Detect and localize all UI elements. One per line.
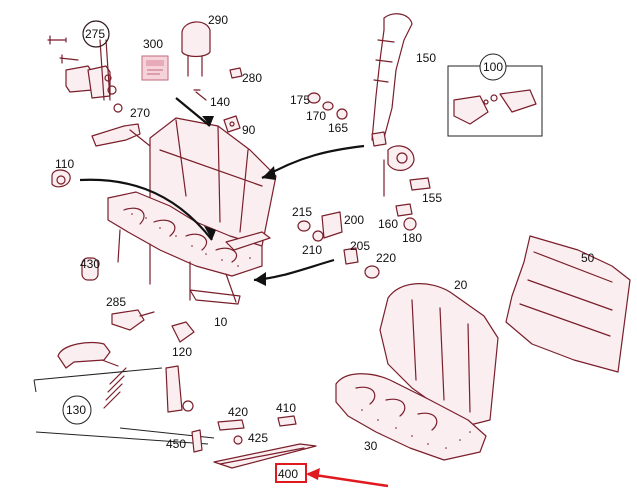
- washer-170[interactable]: [322, 101, 334, 111]
- bracket-assembly-275[interactable]: [47, 20, 123, 113]
- label-275[interactable]: 275: [85, 27, 105, 41]
- backrest-20[interactable]: [379, 283, 499, 427]
- label-430[interactable]: 430: [80, 257, 100, 271]
- label-150[interactable]: 150: [416, 51, 436, 65]
- part-425[interactable]: [233, 435, 243, 445]
- headrest-290[interactable]: [181, 21, 211, 77]
- label-30[interactable]: 30: [364, 439, 378, 453]
- bolt-160[interactable]: [395, 203, 413, 217]
- callout-circles: [62, 20, 507, 425]
- seat-cushion-30[interactable]: [335, 373, 487, 461]
- label-165[interactable]: 165: [328, 121, 348, 135]
- label-280[interactable]: 280: [242, 71, 262, 85]
- label-450[interactable]: 450: [166, 437, 186, 451]
- label-155[interactable]: 155: [422, 191, 442, 205]
- latch-285[interactable]: [111, 309, 155, 331]
- label-425[interactable]: 425: [248, 431, 268, 445]
- bracket-90[interactable]: [223, 115, 241, 133]
- cap-220[interactable]: [364, 265, 380, 279]
- belt-buckle-retractor[interactable]: [383, 145, 415, 197]
- clip-120[interactable]: [171, 321, 195, 343]
- label-50[interactable]: 50: [581, 251, 595, 265]
- arrowheads: [202, 116, 276, 286]
- bar-spring-130[interactable]: [33, 341, 215, 445]
- label-160[interactable]: 160: [378, 217, 398, 231]
- washer-180[interactable]: [403, 217, 417, 231]
- backrest-panel-50[interactable]: [505, 235, 631, 373]
- detail-box-100[interactable]: [447, 65, 543, 137]
- label-300[interactable]: 300: [143, 37, 163, 51]
- label-120[interactable]: 120: [172, 345, 192, 359]
- label-140[interactable]: 140: [210, 95, 230, 109]
- label-170[interactable]: 170: [306, 109, 326, 123]
- part-420[interactable]: [217, 419, 245, 431]
- label-285[interactable]: 285: [106, 295, 126, 309]
- label-sticker-300[interactable]: [141, 55, 169, 81]
- label-180[interactable]: 180: [402, 231, 422, 245]
- label-210[interactable]: 210: [302, 243, 322, 257]
- washer-165[interactable]: [336, 108, 348, 120]
- screw-140[interactable]: [193, 89, 207, 101]
- label-220[interactable]: 220: [376, 251, 396, 265]
- bushing-430[interactable]: [81, 257, 99, 281]
- label-20[interactable]: 20: [454, 278, 468, 292]
- part-410[interactable]: [277, 415, 297, 427]
- loop-110[interactable]: [51, 169, 71, 188]
- label-410[interactable]: 410: [276, 401, 296, 415]
- washer-210[interactable]: [312, 230, 324, 242]
- bolt-155[interactable]: [409, 177, 431, 191]
- label-215[interactable]: 215: [292, 205, 312, 219]
- label-400[interactable]: 400: [278, 467, 298, 481]
- washer-215[interactable]: [297, 220, 311, 232]
- seat-belt-150[interactable]: [371, 13, 413, 147]
- bracket-200[interactable]: [321, 211, 343, 239]
- rail-plate-400[interactable]: [213, 443, 317, 469]
- label-205[interactable]: 205: [350, 239, 370, 253]
- label-90[interactable]: 90: [242, 123, 256, 137]
- part-labels: 275 300 290 280 140 270 90 110 150 100 1…: [55, 13, 595, 481]
- label-110[interactable]: 110: [55, 157, 74, 171]
- label-130[interactable]: 130: [66, 403, 86, 417]
- label-100[interactable]: 100: [483, 60, 503, 74]
- highlight-400: [275, 463, 389, 488]
- bench-seat-10[interactable]: [107, 117, 277, 305]
- label-200[interactable]: 200: [344, 213, 364, 227]
- label-420[interactable]: 420: [228, 405, 248, 419]
- label-290[interactable]: 290: [208, 13, 228, 27]
- washer-175[interactable]: [307, 92, 321, 104]
- handle-270[interactable]: [91, 123, 151, 147]
- label-10[interactable]: 10: [214, 315, 228, 329]
- label-270[interactable]: 270: [130, 106, 150, 120]
- part-450[interactable]: [191, 429, 203, 453]
- label-175[interactable]: 175: [290, 93, 310, 107]
- bolt-205[interactable]: [343, 247, 359, 265]
- clip-280[interactable]: [229, 67, 243, 79]
